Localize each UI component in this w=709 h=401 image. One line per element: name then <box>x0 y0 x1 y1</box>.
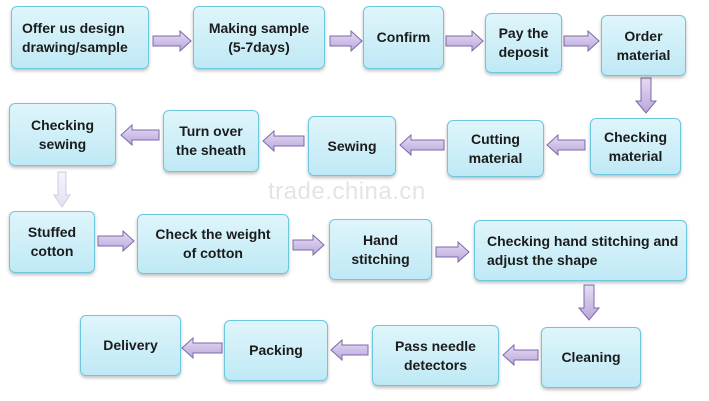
step-hand-stitching: Hand stitching <box>329 219 432 280</box>
arrow-right <box>435 240 470 264</box>
arrow-right <box>445 29 484 53</box>
arrow-left <box>330 338 369 362</box>
step-turn-over-sheath: Turn over the sheath <box>163 110 259 172</box>
arrow-right <box>97 229 135 253</box>
arrow-down <box>53 171 71 208</box>
arrow-down <box>577 284 601 321</box>
step-pay-deposit: Pay the deposit <box>485 13 562 73</box>
step-sewing: Sewing <box>308 116 396 176</box>
arrow-down <box>634 77 658 114</box>
step-delivery: Delivery <box>80 315 181 376</box>
arrow-right <box>152 29 192 53</box>
arrow-right <box>563 29 600 53</box>
step-making-sample: Making sample (5-7days) <box>193 6 325 69</box>
watermark-text: trade.china.cn <box>268 178 426 205</box>
arrow-left <box>120 123 160 147</box>
step-checking-material: Checking material <box>590 118 681 175</box>
arrow-right <box>292 233 325 257</box>
step-offer-design: Offer us design drawing/sample <box>11 6 149 69</box>
arrow-left <box>399 133 445 157</box>
step-pass-needle-detectors: Pass needle detectors <box>372 325 499 386</box>
step-packing: Packing <box>224 320 328 381</box>
arrow-left <box>262 129 305 153</box>
step-stuffed-cotton: Stuffed cotton <box>9 211 95 273</box>
step-cleaning: Cleaning <box>541 327 641 388</box>
step-confirm: Confirm <box>363 6 444 69</box>
step-order-material: Order material <box>601 15 686 76</box>
arrow-left <box>546 133 586 157</box>
step-check-weight-cotton: Check the weight of cotton <box>137 214 289 274</box>
step-checking-hand-stitching: Checking hand stitching and adjust the s… <box>474 220 687 281</box>
arrow-left <box>181 336 223 360</box>
arrow-right <box>329 29 363 53</box>
step-cutting-material: Cutting material <box>447 120 544 177</box>
arrow-left <box>502 343 539 367</box>
step-checking-sewing: Checking sewing <box>9 103 116 166</box>
